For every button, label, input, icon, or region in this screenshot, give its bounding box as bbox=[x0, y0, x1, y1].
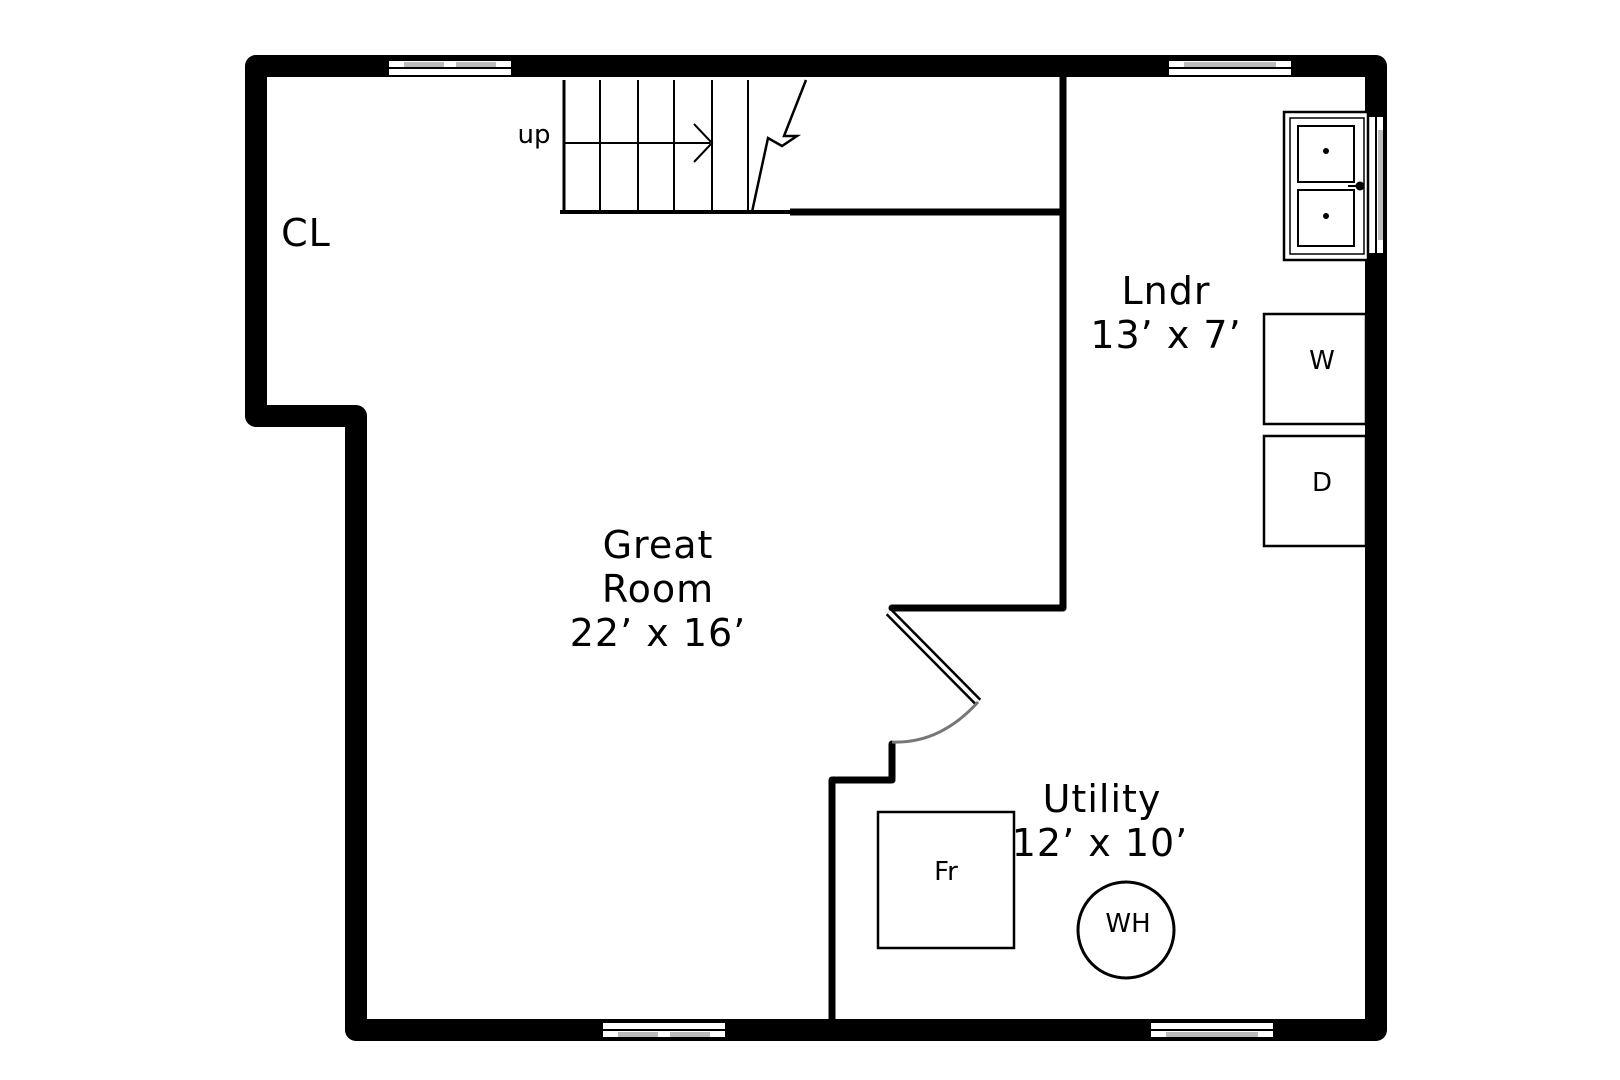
exterior-wall bbox=[245, 55, 1387, 1041]
dryer-box bbox=[1262, 434, 1368, 548]
interior-wall-laundry bbox=[888, 72, 1067, 612]
window-bottom-left bbox=[601, 1021, 727, 1039]
washer-box bbox=[1262, 312, 1368, 426]
closet-label: CL bbox=[281, 211, 331, 255]
window-bottom-right bbox=[1149, 1021, 1275, 1039]
interior-wall-utility bbox=[828, 740, 896, 1024]
furnace-box bbox=[876, 810, 1016, 950]
great-room-name-line1: Great bbox=[603, 523, 714, 567]
stair-arrow-head bbox=[693, 123, 714, 163]
stairs-direction-label: up bbox=[518, 120, 551, 150]
furnace-label: Fr bbox=[934, 857, 958, 887]
stair-break-line bbox=[750, 79, 808, 213]
great-room-name-line2: Room bbox=[602, 567, 714, 611]
window-top-right bbox=[1167, 59, 1293, 77]
dryer-label: D bbox=[1312, 468, 1332, 498]
window-right bbox=[1367, 115, 1385, 255]
washer-label: W bbox=[1309, 346, 1335, 376]
laundry-sink bbox=[1282, 110, 1370, 262]
window-top-left bbox=[387, 59, 513, 77]
utility-dimensions: 12’ x 10’ bbox=[1012, 821, 1189, 865]
great-room-dimensions: 22’ x 16’ bbox=[570, 611, 747, 655]
staircase bbox=[560, 79, 808, 214]
utility-name: Utility bbox=[1043, 777, 1162, 821]
door-utility bbox=[885, 608, 982, 744]
laundry-dimensions: 13’ x 7’ bbox=[1090, 313, 1241, 357]
water-heater-label: WH bbox=[1105, 909, 1150, 939]
laundry-name: Lndr bbox=[1122, 269, 1211, 313]
water-heater-circle bbox=[1076, 880, 1176, 980]
